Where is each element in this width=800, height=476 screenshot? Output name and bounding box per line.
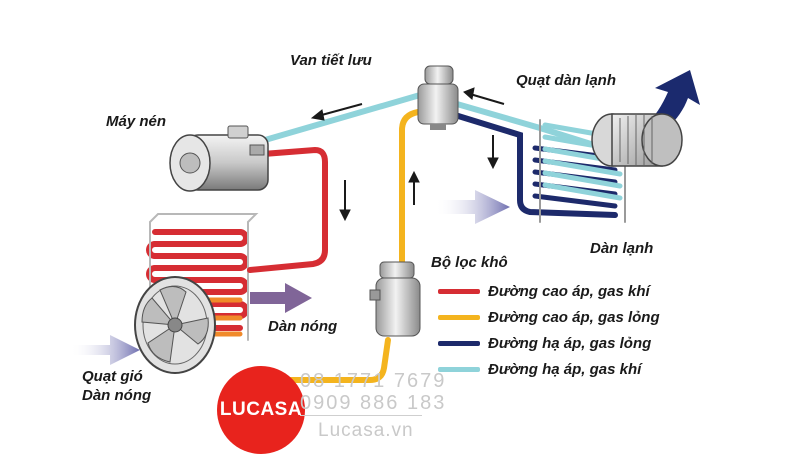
airflow-arrow-left — [70, 335, 140, 365]
legend: Đường cao áp, gas khí Đường cao áp, gas … — [438, 278, 660, 382]
airflow-arrow-condenser — [250, 283, 312, 313]
legend-swatch — [438, 366, 480, 372]
line-high-pressure-liquid — [277, 109, 421, 383]
legend-label: Đường cao áp, gas khí — [488, 282, 650, 300]
label-condenser-fan-line2: Dàn nóng — [82, 387, 152, 404]
watermark-phone-1: 08 1771 7679 — [300, 370, 447, 392]
legend-item: Đường hạ áp, gas lỏng — [438, 330, 660, 356]
flow-arrows — [310, 87, 505, 222]
label-condenser: Dàn nóng — [268, 318, 338, 335]
evaporator-coil — [452, 112, 626, 223]
legend-label: Đường hạ áp, gas khí — [488, 360, 642, 378]
watermark-brand: LUCASA — [219, 399, 303, 420]
legend-swatch — [438, 314, 480, 320]
legend-swatch — [438, 288, 480, 294]
evaporator-fan — [591, 113, 683, 167]
label-expansion-valve: Van tiết lưu — [290, 52, 372, 69]
watermark-phone-2: 0909 886 183 — [300, 392, 447, 414]
watermark-website: Lucasa.vn — [318, 420, 414, 441]
label-condenser-fan-line1: Quạt gió — [82, 368, 143, 385]
receiver-drier — [369, 261, 421, 337]
legend-label: Đường cao áp, gas lỏng — [488, 308, 660, 326]
legend-label: Đường hạ áp, gas lỏng — [488, 334, 652, 352]
condenser-fan — [134, 276, 216, 374]
airflow-arrow-evaporator — [435, 190, 510, 224]
label-receiver-drier: Bộ lọc khô — [431, 254, 508, 271]
label-evaporator: Dàn lạnh — [590, 240, 654, 257]
legend-item: Đường cao áp, gas lỏng — [438, 304, 660, 330]
compressor — [169, 125, 269, 192]
label-evaporator-fan: Quạt dàn lạnh — [516, 72, 617, 89]
legend-item: Đường cao áp, gas khí — [438, 278, 660, 304]
legend-swatch — [438, 340, 480, 346]
legend-item: Đường hạ áp, gas khí — [438, 356, 660, 382]
label-compressor: Máy nén — [106, 113, 167, 130]
watermark-logo: LUCASA — [217, 366, 305, 454]
line-high-pressure-gas — [247, 146, 328, 273]
expansion-valve — [417, 65, 459, 130]
watermark-divider — [300, 415, 422, 416]
